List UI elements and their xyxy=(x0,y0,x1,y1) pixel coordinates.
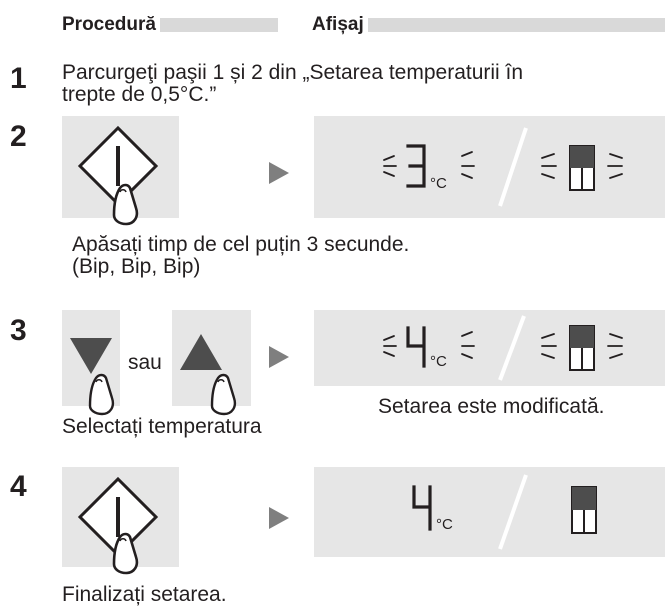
display-unit: °C xyxy=(436,516,453,533)
display-unit: °C xyxy=(430,175,447,192)
play-arrow-icon xyxy=(269,162,289,184)
step-2-caption-line2: (Bip, Bip, Bip) xyxy=(72,255,201,278)
step-2-procedure-panel xyxy=(62,116,179,226)
level-indicator-icon xyxy=(571,486,597,534)
step-4-display-panel: °C xyxy=(314,467,665,557)
power-button-icon xyxy=(77,476,159,575)
procedure-header: Procedură xyxy=(62,14,160,36)
finger-press-icon xyxy=(88,373,115,416)
step-number-1: 1 xyxy=(10,62,27,95)
display-header: Afișaj xyxy=(312,14,368,36)
step-number-2: 2 xyxy=(10,120,27,153)
digit-3-glyph xyxy=(406,144,426,188)
finger-press-icon xyxy=(112,183,139,226)
step-3-display-panel: °C xyxy=(314,310,665,386)
finger-press-icon xyxy=(112,532,139,575)
power-button-icon xyxy=(77,125,159,226)
down-triangle-button-icon xyxy=(70,338,115,416)
step-1-text-line2: trepte de 0,5°C.” xyxy=(62,83,217,106)
display-unit: °C xyxy=(430,353,447,370)
level-indicator-icon xyxy=(541,325,623,371)
level-indicator-icon xyxy=(541,145,623,191)
digit-4-glyph xyxy=(406,326,426,368)
display-header-bar xyxy=(312,18,665,32)
finger-press-icon xyxy=(210,373,237,416)
up-triangle-button-icon xyxy=(180,334,237,416)
step-3-caption-left: Selectați temperatura xyxy=(62,415,262,438)
step-3-down-button-panel xyxy=(62,310,120,416)
digit-4-glyph xyxy=(412,485,432,531)
step-4-caption: Finalizați setarea. xyxy=(62,583,227,606)
step-1-text-line1: Parcurgeţi paşii 1 și 2 din „Setarea tem… xyxy=(62,61,524,84)
step-3-caption-right: Setarea este modificată. xyxy=(378,395,605,418)
step-number-3: 3 xyxy=(10,314,27,347)
blink-rays-icon xyxy=(383,151,475,179)
step-2-caption-line1: Apăsați timp de cel puțin 3 secunde. xyxy=(72,233,410,256)
play-arrow-icon xyxy=(269,507,289,529)
sau-label: sau xyxy=(128,351,162,374)
step-2-display-panel: °C xyxy=(314,116,665,218)
blink-rays-icon xyxy=(383,331,475,359)
step-3-up-button-panel xyxy=(172,310,251,416)
step-number-4: 4 xyxy=(10,470,27,503)
play-arrow-icon xyxy=(269,346,289,368)
step-4-procedure-panel xyxy=(62,467,179,575)
